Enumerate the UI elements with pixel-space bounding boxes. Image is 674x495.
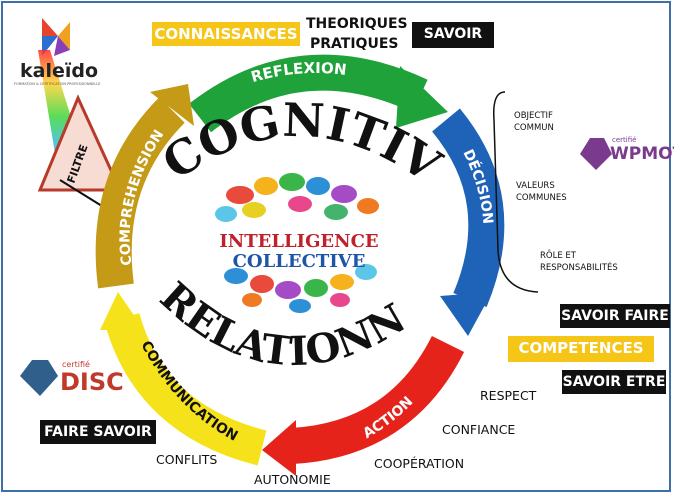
arc-decision <box>431 108 505 307</box>
arrowhead-action <box>262 420 296 476</box>
competences-box: COMPETENCES <box>508 336 654 362</box>
decision-item-valeurs: VALEURS COMMUNES <box>516 181 567 203</box>
wpmot-text: WPMOT <box>610 144 674 164</box>
disc-gem-icon <box>20 360 58 396</box>
arc-communication <box>104 312 267 466</box>
center-title-line1: INTELLIGENCE <box>219 231 378 252</box>
arc-reflexion <box>188 54 428 133</box>
logo-shape-red <box>42 18 58 36</box>
arc-action <box>290 335 465 464</box>
savoir-faire-box: SAVOIR FAIRE <box>560 304 670 328</box>
decision-item-objectif: OBJECTIF COMMUN <box>514 111 554 133</box>
respect-label: RESPECT <box>480 388 537 403</box>
savoir-etre-box: SAVOIR ETRE <box>562 370 666 394</box>
savoir-box: SAVOIR <box>412 22 494 48</box>
colorful-hands-decoration <box>215 173 379 313</box>
autonomie-label: AUTONOMIE <box>254 472 331 487</box>
disc-badge <box>20 360 58 396</box>
kaleido-logo <box>42 18 70 56</box>
logo-shape-orange <box>58 22 70 50</box>
wpmot-certifie-text: certifié <box>612 136 637 144</box>
disc-text: DISC <box>60 368 124 396</box>
brand-name: kaleïdo <box>20 60 99 82</box>
connaissances-box: CONNAISSANCES <box>152 22 300 46</box>
arrowhead-decision <box>440 292 492 336</box>
wpmot-gem-icon <box>580 138 612 170</box>
pratiques-label: PRATIQUES <box>310 36 399 52</box>
conflits-label: CONFLITS <box>156 452 218 467</box>
arrowhead-comprehension <box>150 84 194 126</box>
theoriques-label: THEORIQUES <box>306 16 408 32</box>
arrowhead-reflexion <box>396 66 448 128</box>
decision-item-role: RÔLE ET RESPONSABILITÉS <box>540 251 618 273</box>
confiance-label: CONFIANCE <box>442 422 516 437</box>
wpmot-badge <box>580 138 612 170</box>
prism-triangle <box>37 94 123 192</box>
arrowhead-communication <box>100 292 144 330</box>
arc-comprehension <box>95 97 185 289</box>
cooperation-label: COOPÉRATION <box>374 456 465 471</box>
faire-savoir-box: FAIRE SAVOIR <box>40 420 156 444</box>
decision-bracket <box>492 91 539 293</box>
logo-shape-purple <box>54 36 70 56</box>
center-title-line2: COLLECTIVE <box>233 251 366 272</box>
brand-tagline: FORMATION & CERTIFICATION PROFESSIONNELL… <box>14 82 101 86</box>
disc-certifie-text: certifié <box>62 360 90 369</box>
